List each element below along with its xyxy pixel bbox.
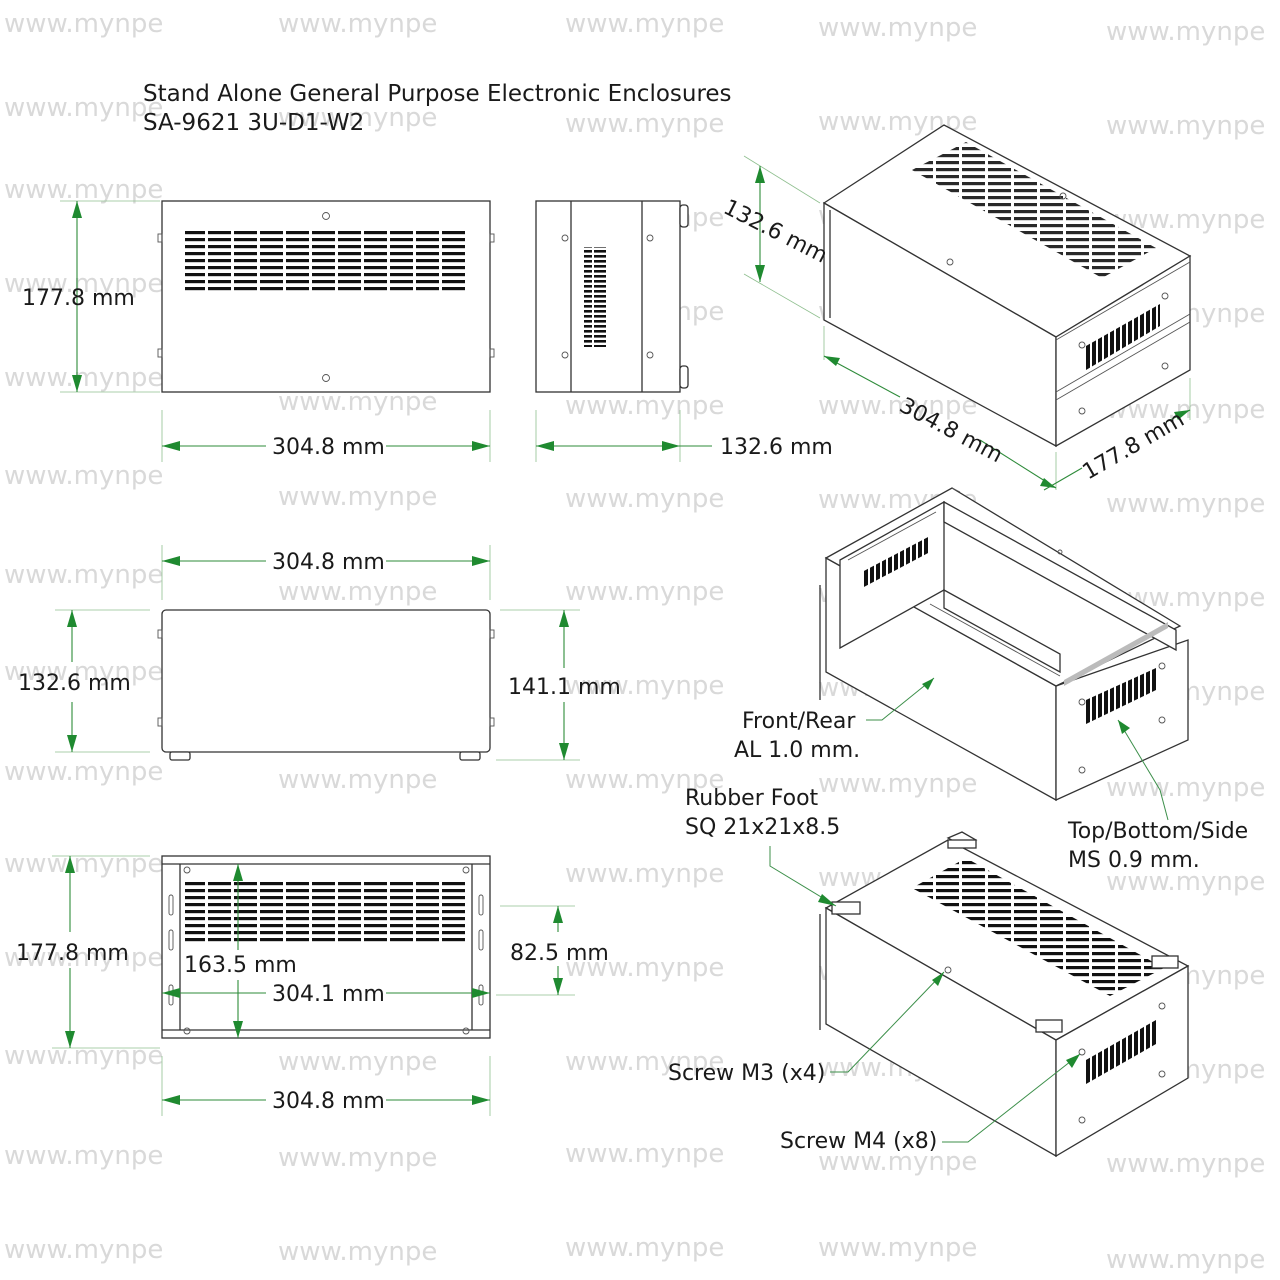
panel-inner-width-dimension: 304.1 mm	[272, 982, 385, 1007]
watermark: www.mynpe	[4, 1141, 163, 1171]
watermark: www.mynpe	[278, 765, 437, 795]
watermark: www.mynpe	[1106, 111, 1265, 141]
watermark: www.mynpe	[1106, 489, 1265, 519]
callout-screw-m3: Screw M3 (x4)	[668, 1061, 825, 1086]
watermark: www.mynpe	[4, 269, 163, 299]
watermark: www.mynpe	[565, 671, 724, 701]
watermark: www.mynpe	[565, 1139, 724, 1169]
watermark: www.mynpe	[278, 577, 437, 607]
watermark: www.mynpe	[4, 1041, 163, 1071]
watermark: www.mynpe	[565, 9, 724, 39]
watermark: www.mynpe	[565, 1047, 724, 1077]
side-depth-dimension: 132.6 mm	[720, 435, 833, 460]
watermark: www.mynpe	[4, 849, 163, 879]
front-width-dimension: 304.8 mm	[272, 435, 385, 460]
watermark: www.mynpe	[4, 175, 163, 205]
callout-rubber-foot-label: Rubber Foot	[685, 786, 819, 811]
watermark: www.mynpe	[4, 93, 163, 123]
panel-hole-spacing-dimension: 82.5 mm	[510, 941, 609, 966]
callout-front-rear-material: AL 1.0 mm.	[734, 738, 860, 763]
watermark: www.mynpe	[565, 109, 724, 139]
watermark: www.mynpe	[278, 1143, 437, 1173]
drawing-title: Stand Alone General Purpose Electronic E…	[143, 81, 732, 107]
watermark: www.mynpe	[278, 9, 437, 39]
watermark: www.mynpe	[818, 1233, 977, 1263]
top-height-left-dimension: 132.6 mm	[18, 671, 131, 696]
watermark: www.mynpe	[1106, 1245, 1265, 1275]
callout-front-rear-label: Front/Rear	[742, 709, 856, 734]
panel-view: 177.8 mm 163.5 mm 304.1 mm 82.5 mm 304.8…	[16, 855, 609, 1116]
watermark: www.mynpe	[4, 9, 163, 39]
watermark: www.mynpe	[565, 765, 724, 795]
watermark: www.mynpe	[1106, 867, 1265, 897]
watermark: www.mynpe	[818, 13, 977, 43]
watermark: www.mynpe	[278, 103, 437, 133]
watermark: www.mynpe	[1106, 773, 1265, 803]
iso-height-dimension: 132.6 mm	[719, 195, 831, 269]
panel-height-dimension: 177.8 mm	[16, 941, 129, 966]
watermark: www.mynpe	[565, 391, 724, 421]
watermark: www.mynpe	[4, 363, 163, 393]
watermark: www.mynpe	[278, 1047, 437, 1077]
iso-view-bottom: Rubber Foot SQ 21x21x8.5 Screw M3 (x4) S…	[668, 786, 1190, 1158]
watermark: www.mynpe	[4, 461, 163, 491]
watermark: www.mynpe	[565, 953, 724, 983]
top-width-dimension: 304.8 mm	[272, 550, 385, 575]
top-height-right-dimension: 141.1 mm	[508, 675, 621, 700]
callout-top-bottom-label: Top/Bottom/Side	[1067, 819, 1248, 844]
side-view: 132.6 mm	[535, 200, 833, 462]
watermark: www.mynpe	[4, 1235, 163, 1265]
panel-inner-height-dimension: 163.5 mm	[184, 953, 297, 978]
watermark: www.mynpe	[565, 859, 724, 889]
top-view: 304.8 mm 132.6 mm 141.1 mm	[18, 545, 621, 761]
watermark: www.mynpe	[278, 1237, 437, 1267]
panel-width-dimension: 304.8 mm	[272, 1089, 385, 1114]
callout-rubber-foot-size: SQ 21x21x8.5	[685, 815, 840, 840]
watermark: www.mynpe	[4, 757, 163, 787]
watermark: www.mynpe	[4, 943, 163, 973]
watermark: www.mynpe	[565, 577, 724, 607]
watermark: www.mynpe	[565, 484, 724, 514]
front-view: 177.8 mm 304.8 mm	[22, 200, 495, 462]
watermark: www.mynpe	[278, 482, 437, 512]
watermark: www.mynpe	[4, 657, 163, 687]
watermark: www.mynpe	[565, 1233, 724, 1263]
front-height-dimension: 177.8 mm	[22, 286, 135, 311]
watermark: www.mynpe	[1106, 1149, 1265, 1179]
watermark: www.mynpe	[818, 1147, 977, 1177]
watermark: www.mynpe	[4, 560, 163, 590]
callout-top-bottom-material: MS 0.9 mm.	[1068, 848, 1200, 873]
watermark: www.mynpe	[818, 769, 977, 799]
model-number: SA-9621 3U-D1-W2	[143, 110, 364, 136]
watermark: www.mynpe	[1106, 17, 1265, 47]
iso-view-open: Front/Rear AL 1.0 mm. Top/Bottom/Side MS…	[734, 487, 1248, 873]
callout-screw-m4: Screw M4 (x8)	[780, 1129, 937, 1154]
